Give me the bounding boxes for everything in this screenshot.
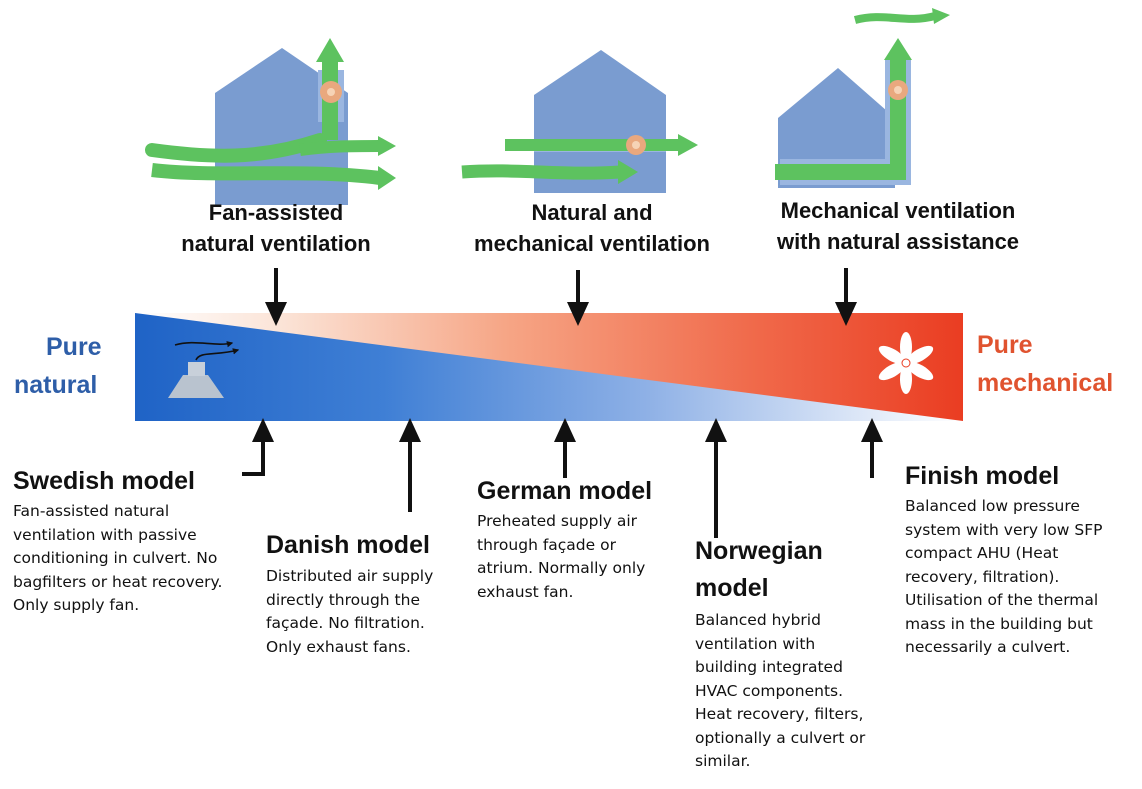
label-pure-natural: Pure natural xyxy=(14,333,102,399)
down-arrow-fan-assisted xyxy=(265,268,287,326)
model-title: Finish model xyxy=(905,462,1060,490)
down-arrow-natural-and-mechanical xyxy=(567,270,589,326)
house-mechanical-with-natural xyxy=(775,8,950,188)
up-arrow-finish xyxy=(861,418,883,478)
model-title: German model xyxy=(477,477,653,505)
model-description: Balanced low pressure system with very l… xyxy=(905,497,1103,656)
model-danish: Danish model Distributed air supply dire… xyxy=(266,529,466,659)
up-arrow-swedish xyxy=(242,418,274,476)
up-arrow-norwegian xyxy=(705,418,727,538)
spectrum-bar xyxy=(135,313,963,421)
model-description: Fan-assisted natural ventilation with pa… xyxy=(13,502,223,614)
label-mechanical-with-natural: Mechanical ventilation with natural assi… xyxy=(776,198,1020,254)
model-finish: Finish model Balanced low pressure syste… xyxy=(905,460,1140,660)
model-norwegian: Norwegian model Balanced hybrid ventilat… xyxy=(695,533,900,774)
model-title: Norwegian model xyxy=(695,537,823,602)
model-description: Balanced hybrid ventilation with buildin… xyxy=(695,611,866,770)
label-fan-assisted: Fan-assisted natural ventilation xyxy=(181,200,371,256)
label-natural-and-mechanical: Natural and mechanical ventilation xyxy=(474,200,710,256)
down-arrow-mechanical-with-natural xyxy=(835,268,857,326)
up-arrow-german xyxy=(554,418,576,478)
model-title: Swedish model xyxy=(13,467,195,495)
house-fan-assisted xyxy=(145,38,396,205)
model-title: Danish model xyxy=(266,531,430,559)
model-swedish: Swedish model Fan-assisted natural venti… xyxy=(13,465,253,618)
model-description: Distributed air supply directly through … xyxy=(266,567,434,656)
model-description: Preheated supply air through façade or a… xyxy=(477,512,646,601)
house-natural-and-mechanical xyxy=(461,50,698,193)
model-german: German model Preheated supply air throug… xyxy=(477,475,692,604)
up-arrow-danish xyxy=(399,418,421,512)
fan-icon xyxy=(878,332,934,394)
natural-ventilation-icon xyxy=(168,341,240,398)
label-pure-mechanical: Pure mechanical xyxy=(977,331,1114,397)
